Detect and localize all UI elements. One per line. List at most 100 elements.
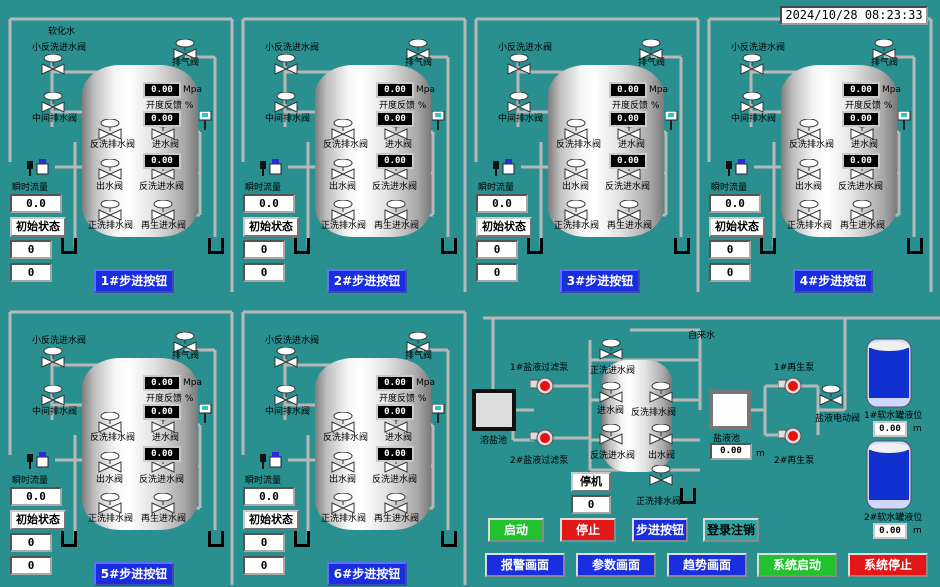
backwash-drain-valve[interactable] <box>97 118 123 141</box>
forward-drain-valve[interactable] <box>97 492 123 515</box>
regen-outlet-valve[interactable] <box>648 423 674 446</box>
step-button-2[interactable]: 2#步进按钮 <box>327 269 407 293</box>
parameter-screen-button[interactable]: 参数画面 <box>576 553 656 577</box>
regen-pump-1[interactable] <box>777 376 802 396</box>
mid-drain-label: 中间排水阀 <box>32 114 78 124</box>
feedback-label: 开度反馈 % <box>379 101 427 111</box>
step-button-6[interactable]: 6#步进按钮 <box>327 562 407 586</box>
small-backwash-inlet-valve[interactable] <box>739 53 765 76</box>
mid-drain-valve[interactable] <box>40 384 66 407</box>
valve-readout: 0.00 <box>376 153 414 169</box>
regen-inlet-valve[interactable] <box>616 199 642 222</box>
outlet-valve[interactable] <box>97 158 123 181</box>
inlet-label: 进水阀 <box>851 140 879 150</box>
regen-inlet-valve[interactable] <box>150 199 176 222</box>
brine-motor-valve[interactable] <box>818 384 844 407</box>
mid-drain-valve[interactable] <box>506 91 532 114</box>
forward-drain-valve[interactable] <box>796 199 822 222</box>
forward-drain-label: 正洗排水阀 <box>554 221 600 231</box>
stop-button[interactable]: 停止 <box>560 518 616 542</box>
inlet-label: 进水阀 <box>152 433 180 443</box>
regen-backwash-drain-valve[interactable] <box>648 381 674 404</box>
backwash-drain-valve[interactable] <box>796 118 822 141</box>
small-backwash-inlet-valve[interactable] <box>40 53 66 76</box>
feedback-label: 开度反馈 % <box>612 101 660 111</box>
login-logout-button[interactable]: 登录注销 <box>703 518 759 542</box>
alarm-screen-button[interactable]: 报警画面 <box>485 553 565 577</box>
outlet-label: 出水阀 <box>329 182 357 192</box>
backwash-drain-valve[interactable] <box>330 411 356 434</box>
init-state-button[interactable]: 初始状态 <box>709 217 765 237</box>
regen-inlet-valve[interactable] <box>383 199 409 222</box>
vent-valve[interactable] <box>638 38 664 61</box>
backwash-drain-valve[interactable] <box>97 411 123 434</box>
regen-step-button[interactable]: 步进按钮 <box>632 518 688 542</box>
vent-label: 排气阀 <box>172 351 200 361</box>
small-backwash-inlet-valve[interactable] <box>506 53 532 76</box>
outlet-valve[interactable] <box>796 158 822 181</box>
step-button-1[interactable]: 1#步进按钮 <box>94 269 174 293</box>
system-stop-button[interactable]: 系统停止 <box>848 553 928 577</box>
system-start-button[interactable]: 系统启动 <box>757 553 837 577</box>
mid-drain-valve[interactable] <box>273 384 299 407</box>
step-button-5[interactable]: 5#步进按钮 <box>94 562 174 586</box>
brine-level-unit: m <box>756 449 765 459</box>
filter-pump-1[interactable] <box>529 376 554 396</box>
regen-forward-inlet-valve[interactable] <box>598 338 624 361</box>
init-state-button[interactable]: 初始状态 <box>476 217 532 237</box>
salt-pool-label: 溶盐池 <box>480 436 508 446</box>
flow-label: 瞬时流量 <box>12 183 49 193</box>
regen-pump-2[interactable] <box>777 426 802 446</box>
stop-status-button[interactable]: 停机 <box>571 472 611 492</box>
regen-inlet-label: 再生进水阀 <box>141 221 187 231</box>
filter-pump-2[interactable] <box>529 428 554 448</box>
flow-meter-icon <box>493 159 515 177</box>
forward-drain-valve[interactable] <box>563 199 589 222</box>
forward-drain-label: 正洗排水阀 <box>88 514 134 524</box>
feedback-readout: 0.00 <box>376 404 414 420</box>
brine-motor-valve-label: 盐液电动阀 <box>815 414 861 424</box>
outlet-valve[interactable] <box>330 451 356 474</box>
backwash-drain-valve[interactable] <box>563 118 589 141</box>
step-button-3[interactable]: 3#步进按钮 <box>560 269 640 293</box>
init-state-button[interactable]: 初始状态 <box>243 510 299 530</box>
regen-inlet-valve[interactable] <box>849 199 875 222</box>
backwash-drain-valve[interactable] <box>330 118 356 141</box>
vent-valve[interactable] <box>405 38 431 61</box>
mid-drain-valve[interactable] <box>40 91 66 114</box>
mid-drain-valve[interactable] <box>273 91 299 114</box>
vent-valve[interactable] <box>172 38 198 61</box>
init-state-button[interactable]: 初始状态 <box>243 217 299 237</box>
small-backwash-inlet-valve[interactable] <box>273 53 299 76</box>
init-state-button[interactable]: 初始状态 <box>10 217 66 237</box>
regen-forward-drain-valve[interactable] <box>648 464 674 487</box>
regen-backwash-inlet-valve[interactable] <box>598 423 624 446</box>
vent-valve[interactable] <box>405 331 431 354</box>
vent-valve[interactable] <box>871 38 897 61</box>
backwash-inlet-label: 反洗进水阀 <box>139 182 185 192</box>
forward-drain-valve[interactable] <box>330 199 356 222</box>
tap-water-label: 自来水 <box>688 331 716 341</box>
regen-inlet-valve[interactable] <box>150 492 176 515</box>
step-button-4[interactable]: 4#步进按钮 <box>793 269 873 293</box>
valve-readout: 0.00 <box>842 153 880 169</box>
forward-drain-valve[interactable] <box>330 492 356 515</box>
mid-drain-valve[interactable] <box>739 91 765 114</box>
mid-drain-label: 中间排水阀 <box>265 114 311 124</box>
backwash-drain-label: 反洗排水阀 <box>90 433 136 443</box>
regen-inlet-valve[interactable] <box>598 381 624 404</box>
outlet-valve[interactable] <box>330 158 356 181</box>
small-backwash-inlet-valve[interactable] <box>273 346 299 369</box>
regen-inlet-valve[interactable] <box>383 492 409 515</box>
outlet-valve[interactable] <box>97 451 123 474</box>
level-meter-icon <box>897 110 912 131</box>
vent-valve[interactable] <box>172 331 198 354</box>
small-backwash-inlet-valve[interactable] <box>40 346 66 369</box>
drain-cup-right <box>208 531 224 547</box>
mid-drain-label: 中间排水阀 <box>32 407 78 417</box>
outlet-valve[interactable] <box>563 158 589 181</box>
init-state-button[interactable]: 初始状态 <box>10 510 66 530</box>
forward-drain-valve[interactable] <box>97 199 123 222</box>
trend-screen-button[interactable]: 趋势画面 <box>667 553 747 577</box>
start-button[interactable]: 启动 <box>488 518 544 542</box>
